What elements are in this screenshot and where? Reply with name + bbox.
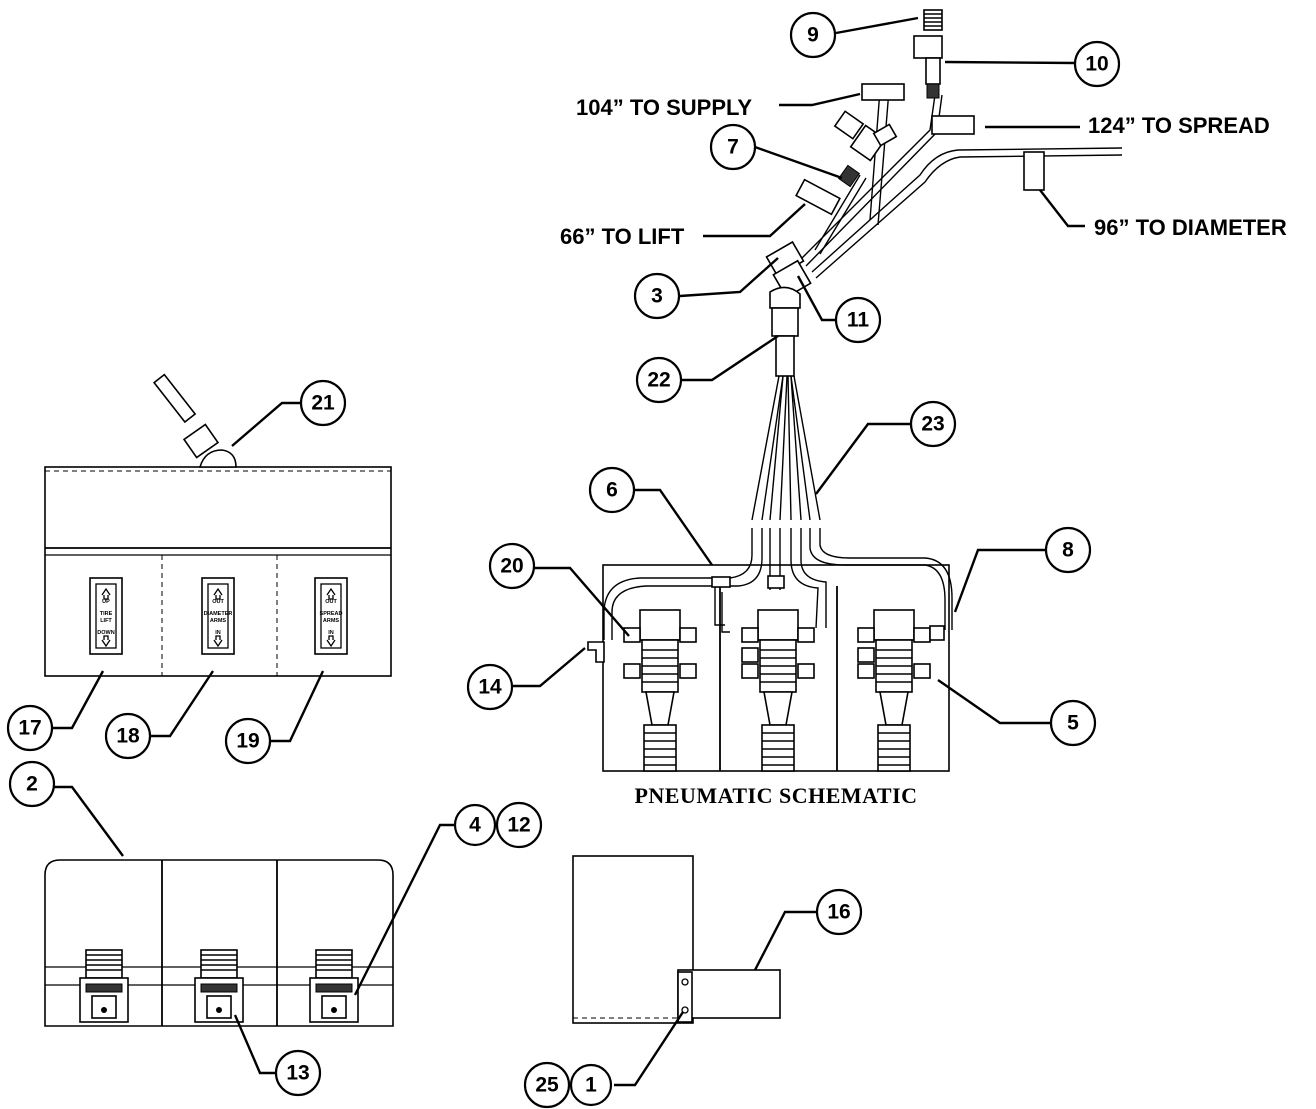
callout-6-number: 6 <box>606 479 618 502</box>
arrow-up-icon <box>101 587 111 600</box>
callout-16-number: 16 <box>827 901 850 924</box>
schematic-valve-3 <box>857 609 945 772</box>
callout-8-number: 8 <box>1062 539 1074 562</box>
callout-5: 5 <box>1049 699 1097 747</box>
callout-13-number: 13 <box>286 1062 309 1085</box>
callout-23: 23 <box>909 400 957 448</box>
callout-25: 25 <box>523 1061 571 1109</box>
callout-19-number: 19 <box>236 730 259 753</box>
callout-7-number: 7 <box>727 136 739 159</box>
switch-diameter-bottom: IN <box>215 630 221 636</box>
switch-diameter-line2: ARMS <box>210 618 227 624</box>
switch-spread-top: OUT <box>325 599 337 605</box>
callout-9: 9 <box>789 11 837 59</box>
panel-top-fitting <box>152 373 237 468</box>
callout-18-number: 18 <box>116 725 140 748</box>
callout-23-number: 23 <box>921 413 944 436</box>
valve-rear-3 <box>309 949 359 1023</box>
callout-9-number: 9 <box>807 24 819 47</box>
callout-19: 19 <box>224 717 272 765</box>
callout-12: 12 <box>495 801 543 849</box>
callout-11: 11 <box>834 296 882 344</box>
switch-diameter-top: OUT <box>212 599 224 605</box>
callout-25-number: 25 <box>535 1074 559 1097</box>
callout-11-number: 11 <box>847 309 870 332</box>
lift-branch-valve <box>833 110 898 188</box>
switch-spread-arms: OUT SPREAD ARMS IN <box>314 577 348 655</box>
callout-14: 14 <box>466 663 514 711</box>
spread-hose-tag <box>931 115 975 135</box>
callout-10-number: 10 <box>1085 53 1108 76</box>
switch-lift-top: UP <box>102 599 110 605</box>
switch-spread-bottom: IN <box>328 630 334 636</box>
callout-4-number: 4 <box>469 814 481 837</box>
callout-3-number: 3 <box>651 285 663 308</box>
callout-13: 13 <box>274 1049 322 1097</box>
valve-rear-2 <box>194 949 244 1023</box>
control-panel-rear-view <box>44 859 394 1027</box>
arrow-down-icon <box>213 635 223 648</box>
schematic-valve-2 <box>741 609 815 772</box>
callout-20: 20 <box>488 542 536 590</box>
callout-6: 6 <box>588 466 636 514</box>
callout-10: 10 <box>1073 40 1121 88</box>
pneumatic-schematic: PNEUMATIC SCHEMATIC <box>587 9 1123 808</box>
hose-manifold <box>765 240 812 377</box>
callout-21: 21 <box>299 379 347 427</box>
callout-12-number: 12 <box>507 814 530 837</box>
arrow-up-icon <box>326 587 336 600</box>
hose-label-diameter: 96” TO DIAMETER <box>1094 215 1287 240</box>
callout-14-number: 14 <box>478 676 502 699</box>
hose-label-spread: 124” TO SPREAD <box>1088 113 1270 138</box>
valve-rear-1 <box>79 949 129 1023</box>
callout-20-number: 20 <box>500 555 523 578</box>
switch-spread-line1: SPREAD <box>320 611 343 617</box>
switch-diameter-line1: DIAMETER <box>204 611 233 617</box>
schematic-valve-1 <box>623 609 697 772</box>
hose-label-supply: 104” TO SUPPLY <box>576 95 752 120</box>
supply-hose-tag <box>861 83 905 101</box>
callout-8: 8 <box>1044 526 1092 574</box>
switch-spread-line2: ARMS <box>323 618 340 624</box>
inlet-fitting <box>913 9 943 99</box>
callout-18: 18 <box>104 712 152 760</box>
leader-lines <box>52 16 1085 1087</box>
callout-17: 17 <box>6 704 54 752</box>
callout-4: 4 <box>453 803 497 847</box>
callout-5-number: 5 <box>1067 712 1079 735</box>
switch-diameter-arms: OUT DIAMETER ARMS IN <box>201 577 235 655</box>
callout-16: 16 <box>815 888 863 936</box>
elbow-fitting <box>587 641 605 663</box>
control-panel-front-view: UP TIRE LIFT DOWN OUT DIAMETER ARMS IN O… <box>44 373 392 677</box>
mounting-bracket <box>572 855 781 1024</box>
arrow-down-icon <box>326 635 336 648</box>
callout-2-number: 2 <box>26 773 38 796</box>
callout-2: 2 <box>8 760 56 808</box>
callout-22-number: 22 <box>647 369 670 392</box>
arrow-down-icon <box>101 635 111 648</box>
callout-1-number: 1 <box>585 1074 597 1097</box>
callout-7: 7 <box>709 123 757 171</box>
callout-21-number: 21 <box>311 392 335 415</box>
hose-label-lift: 66” TO LIFT <box>560 224 685 249</box>
lift-hose-tag <box>795 178 841 216</box>
switch-lift-bottom: DOWN <box>97 630 114 636</box>
callout-22: 22 <box>635 356 683 404</box>
arrow-up-icon <box>213 587 223 600</box>
switch-lift-line1: TIRE <box>100 611 113 617</box>
callout-3: 3 <box>633 272 681 320</box>
callout-17-number: 17 <box>18 717 41 740</box>
schematic-title: PNEUMATIC SCHEMATIC <box>634 783 917 808</box>
callout-1: 1 <box>569 1063 613 1107</box>
diameter-hose-tag <box>1023 151 1045 191</box>
switch-tire-lift: UP TIRE LIFT DOWN <box>89 577 123 655</box>
switch-lift-line2: LIFT <box>100 618 112 624</box>
